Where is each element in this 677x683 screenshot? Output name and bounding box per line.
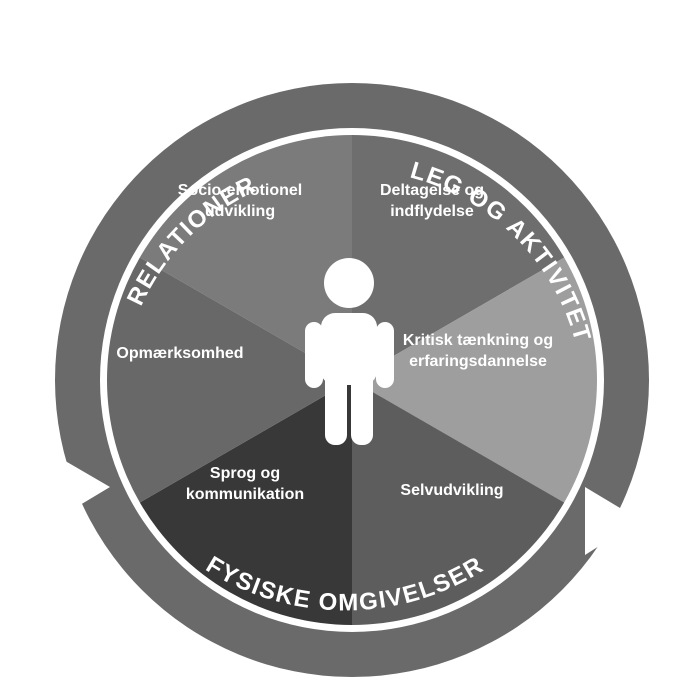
segment-kritisk-taenkning-label-line: Kritisk tænkning og (403, 332, 553, 349)
play-arrow-icon (55, 455, 110, 520)
segment-sprog-label: Sprog og kommunikation (186, 465, 304, 503)
segment-socio-emotionel (139, 135, 352, 380)
segment-opmaerksomhed-label-line: Opmærksomhed (116, 345, 243, 362)
segment-deltagelse-label-line: indflydelse (390, 203, 474, 220)
child-figure-icon (305, 258, 394, 445)
ring-arrows (55, 14, 640, 555)
segment-socio-emotionel-label-line: udvikling (205, 203, 275, 220)
segment-kritisk-taenkning (352, 257, 597, 503)
segments-group (107, 135, 597, 625)
segment-selvudvikling-label: Selvudvikling (400, 482, 503, 499)
segment-labels-group: Socio-emotionel udvikling Deltagelse og ind… (116, 182, 553, 503)
segment-selvudvikling (352, 380, 565, 625)
segment-deltagelse-label: Deltagelse og indflydelse (380, 182, 484, 220)
play-arrow-icon (585, 487, 640, 555)
segment-opmaerksomhed (107, 257, 352, 503)
segment-socio-emotionel-label-line: Socio-emotionel (178, 182, 302, 199)
segment-sprog-label-line: Sprog og (210, 465, 280, 482)
segment-kritisk-taenkning-label: Kritisk tænkning og erfaringsdannelse (403, 332, 553, 370)
segment-deltagelse-label-line: Deltagelse og (380, 182, 484, 199)
segment-selvudvikling-label-line: Selvudvikling (400, 482, 503, 499)
play-arrow-icon (355, 14, 407, 78)
segment-deltagelse (352, 135, 565, 380)
segment-opmaerksomhed-label: Opmærksomhed (116, 345, 243, 362)
segment-socio-emotionel-label: Socio-emotionel udvikling (178, 182, 302, 220)
segment-sprog-label-line: kommunikation (186, 486, 304, 503)
segment-sprog (139, 380, 352, 625)
segment-kritisk-taenkning-label-line: erfaringsdannelse (409, 353, 547, 370)
